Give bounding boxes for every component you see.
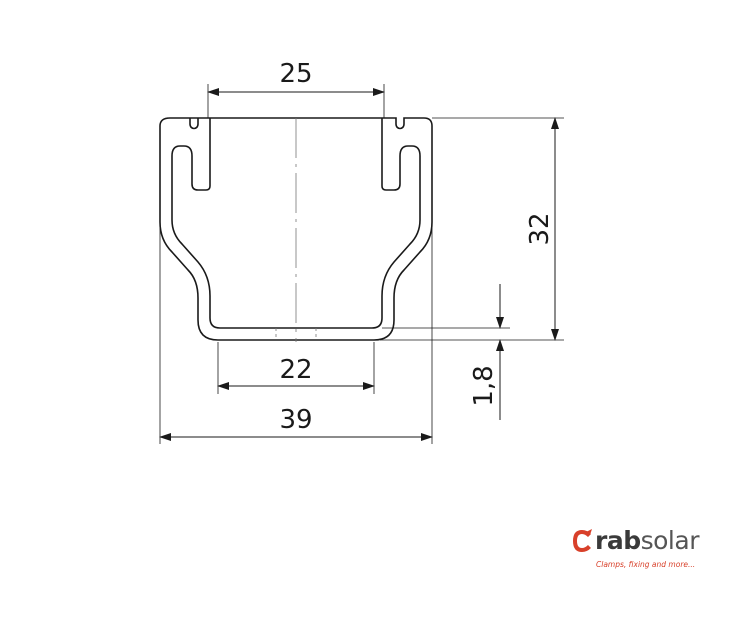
logo-brand-light: solar <box>640 526 700 555</box>
dim-top-width: 25 <box>279 59 312 89</box>
profile-outer-outline <box>159 117 433 341</box>
logo-brand-bold: rab <box>595 526 641 555</box>
extension-lines <box>159 84 564 444</box>
crab-c-icon <box>572 529 594 553</box>
dim-thickness: 1,8 <box>469 365 499 406</box>
dim-bottom-width: 22 <box>279 355 312 385</box>
dim-height: 32 <box>525 212 555 245</box>
logo-tagline: Clamps, fixing and more... <box>596 560 696 569</box>
dim-overall-width: 39 <box>279 405 312 435</box>
logo-wordmark: rabsolar <box>572 526 712 556</box>
crabsolar-logo: rabsolar Clamps, fixing and more... <box>572 526 712 576</box>
profile-inner-outline <box>171 118 421 329</box>
